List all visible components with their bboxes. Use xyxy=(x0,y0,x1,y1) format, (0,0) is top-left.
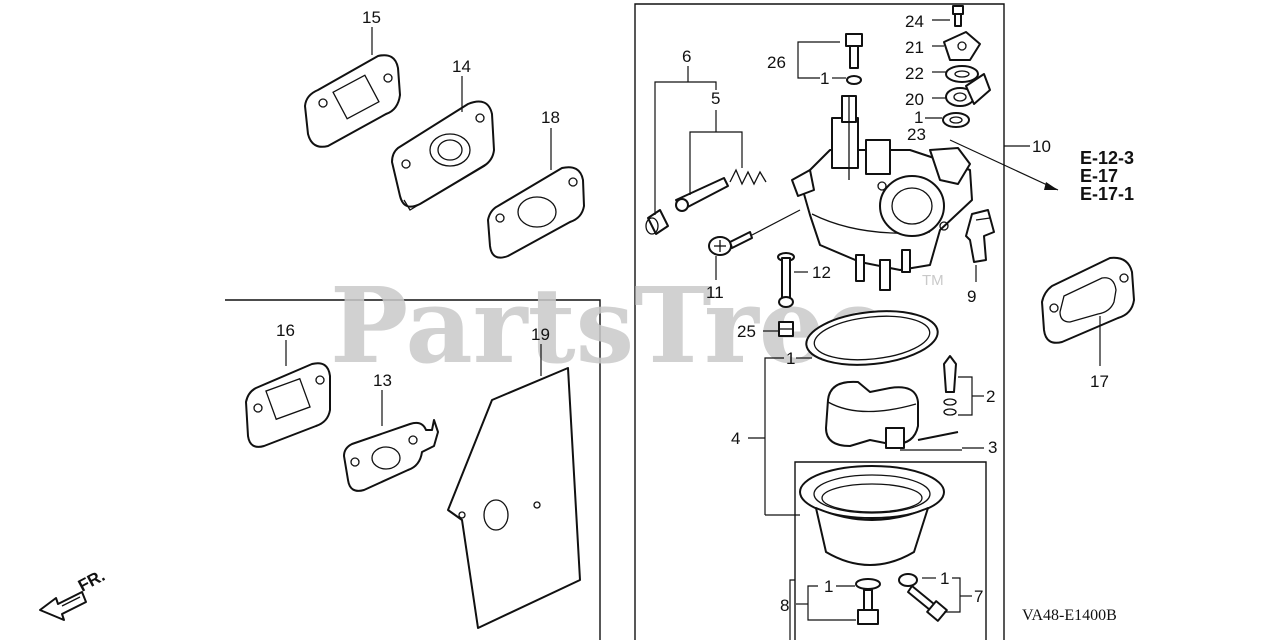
callout-20: 20 xyxy=(905,90,924,109)
callout-8: 8 xyxy=(780,596,789,615)
part-16-gasket[interactable] xyxy=(245,362,331,448)
callout-18: 18 xyxy=(541,108,560,127)
callout-12: 12 xyxy=(812,263,831,282)
part-1-bowl-gasket[interactable] xyxy=(804,305,941,371)
callout-9: 9 xyxy=(967,287,976,306)
part-22-washer[interactable] xyxy=(945,65,979,83)
part-23-seal[interactable] xyxy=(942,112,970,128)
part-2-float-valve[interactable] xyxy=(943,355,957,416)
part-13-gasket[interactable] xyxy=(343,419,439,492)
front-direction-arrow xyxy=(39,591,87,621)
callout-25: 25 xyxy=(737,322,756,341)
part-21-plate[interactable] xyxy=(943,31,981,61)
callout-23: 23 xyxy=(907,125,926,144)
part-11-screw[interactable] xyxy=(708,209,801,256)
callout-5: 5 xyxy=(711,89,720,108)
part-25-main-jet[interactable] xyxy=(778,321,794,337)
cross-ref-e17[interactable]: E-17 xyxy=(1080,166,1118,186)
part-float-chamber[interactable] xyxy=(799,465,945,566)
callout-2: 2 xyxy=(986,387,995,406)
cross-ref-e12-3[interactable]: E-12-3 xyxy=(1080,148,1134,168)
part-14-insulator[interactable] xyxy=(391,100,495,211)
callout-14: 14 xyxy=(452,57,471,76)
callout-16: 16 xyxy=(276,321,295,340)
callout-26: 26 xyxy=(767,53,786,72)
part-7-screw[interactable] xyxy=(898,573,948,622)
callout-4-qty: 1 xyxy=(786,349,795,368)
callout-3: 3 xyxy=(988,438,997,457)
part-10-carburetor-body[interactable] xyxy=(791,95,973,291)
callout-15: 15 xyxy=(362,8,381,27)
cross-ref-e17-1[interactable]: E-17-1 xyxy=(1080,184,1134,204)
callout-4: 4 xyxy=(731,429,740,448)
part-9-clip[interactable] xyxy=(965,209,995,263)
part-24-screw[interactable] xyxy=(952,5,964,27)
callout-26-qty: 1 xyxy=(820,69,829,88)
part-18-gasket[interactable] xyxy=(487,166,585,259)
part-4-float[interactable] xyxy=(825,380,919,449)
callout-24: 24 xyxy=(905,12,924,31)
callout-13: 13 xyxy=(373,371,392,390)
callout-6: 6 xyxy=(682,47,691,66)
part-26-screw[interactable] xyxy=(845,33,863,85)
part-12-main-nozzle[interactable] xyxy=(777,252,795,308)
front-indicator-label: FR. xyxy=(75,566,108,596)
callout-19: 19 xyxy=(531,325,550,344)
part-8-drain-bolt[interactable] xyxy=(855,578,881,625)
callout-8-qty: 1 xyxy=(824,577,833,596)
trademark-mark: TM xyxy=(922,272,944,289)
part-20-choke-lever[interactable] xyxy=(945,73,991,107)
callout-11: 11 xyxy=(706,283,724,302)
part-15-gasket[interactable] xyxy=(304,54,401,148)
part-3-float-pin[interactable] xyxy=(917,431,959,441)
callout-23-qty: 1 xyxy=(914,108,923,127)
callout-10: 10 xyxy=(1032,137,1051,156)
diagram-code: VA48-E1400B xyxy=(1022,607,1117,624)
callout-22: 22 xyxy=(905,64,924,83)
callout-7: 7 xyxy=(974,587,983,606)
frame-lines xyxy=(225,3,1005,640)
callout-21: 21 xyxy=(905,38,924,57)
part-6-pilot-screw-cap[interactable] xyxy=(645,209,669,235)
callout-7-qty: 1 xyxy=(940,569,949,588)
part-5-pilot-screw-set[interactable] xyxy=(675,168,767,212)
part-19-plate[interactable] xyxy=(447,367,581,629)
callout-17: 17 xyxy=(1090,372,1109,391)
part-17-gasket[interactable] xyxy=(1041,256,1135,344)
watermark: PartsTree xyxy=(330,264,891,387)
